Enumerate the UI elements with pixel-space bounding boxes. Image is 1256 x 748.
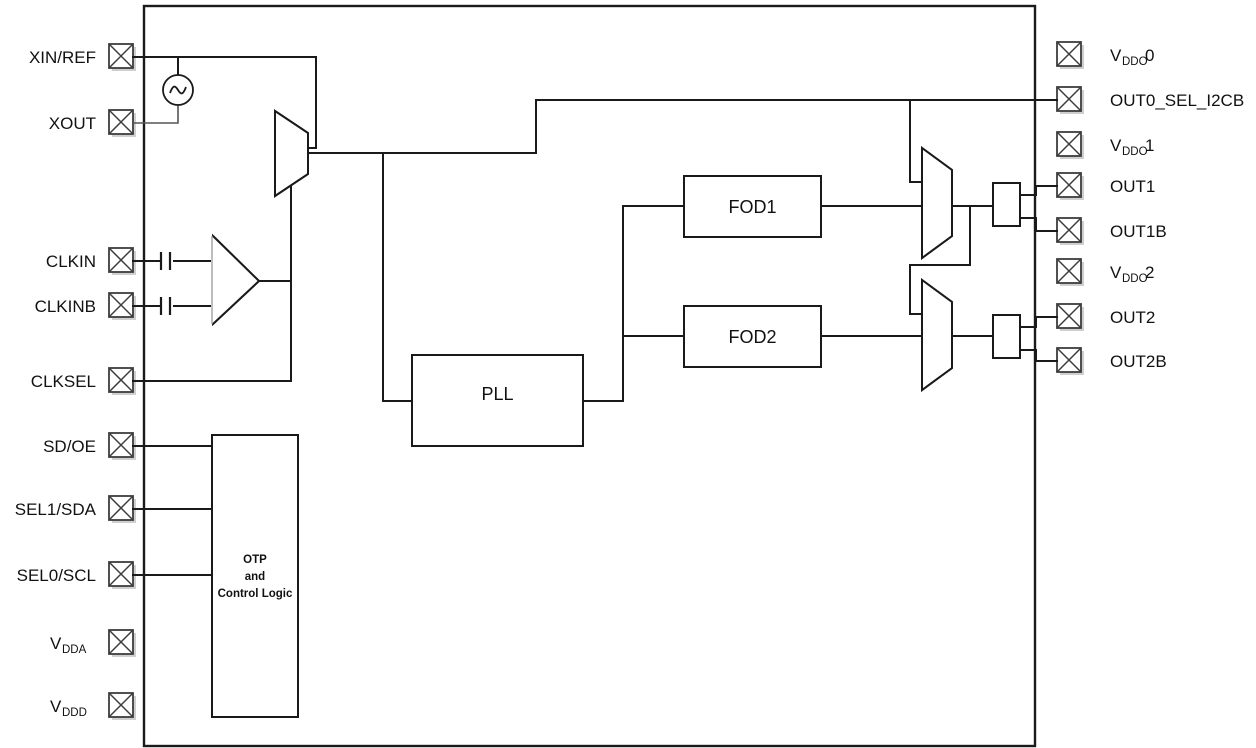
right-pin-labels: V DDO 0 OUT0_SEL_I2CB V DDO 1 OUT1 OUT1B… xyxy=(1110,46,1244,371)
wire-driver1-to-out1 xyxy=(1019,185,1058,196)
pin-label-vddo1-suffix: 1 xyxy=(1145,136,1154,155)
wire-driver2-to-out2 xyxy=(1019,316,1058,328)
pin-label-vddo1-sub: DDO xyxy=(1122,146,1148,158)
pll-label: PLL xyxy=(481,384,513,404)
input-clock-mux xyxy=(274,109,309,198)
pin-label-sd-oe: SD/OE xyxy=(43,437,96,456)
pin-label-out1: OUT1 xyxy=(1110,177,1155,196)
pad-sel1-sda[interactable] xyxy=(108,495,136,523)
pin-label-sel0-scl: SEL0/SCL xyxy=(17,566,96,585)
pad-vddd[interactable] xyxy=(108,692,136,720)
pad-sel0-scl[interactable] xyxy=(108,561,136,589)
pad-out1b[interactable] xyxy=(1056,217,1084,245)
pin-label-xin-ref: XIN/REF xyxy=(29,48,96,67)
pad-xout[interactable] xyxy=(108,109,136,137)
otp-label-line2: and xyxy=(245,571,265,583)
pin-label-vddo2-sub: DDO xyxy=(1122,273,1148,285)
differential-input-buffer xyxy=(211,233,261,327)
pad-out2[interactable] xyxy=(1056,303,1084,331)
fod2-block: FOD2 xyxy=(683,305,822,368)
wire-driver1-to-out1b xyxy=(1019,217,1058,232)
clkinb-coupling-capacitor xyxy=(159,297,172,315)
fod1-block: FOD1 xyxy=(683,175,822,238)
pin-label-out0-sel-i2cb: OUT0_SEL_I2CB xyxy=(1110,91,1244,110)
clkin-coupling-capacitor xyxy=(159,252,172,270)
out1-mux xyxy=(921,146,953,260)
out2-driver xyxy=(992,314,1021,359)
pad-xin-ref[interactable] xyxy=(108,43,136,71)
pad-clkinb[interactable] xyxy=(108,292,136,320)
pad-out1[interactable] xyxy=(1056,172,1084,200)
pin-label-vddo2: V DDO 2 xyxy=(1110,263,1154,285)
fod2-label: FOD2 xyxy=(728,327,776,347)
wire-mux-out-to-pll xyxy=(382,152,413,402)
pin-label-vddd-main: V xyxy=(50,697,62,716)
pin-label-vddo0-sub: DDO xyxy=(1122,56,1148,68)
pad-clksel[interactable] xyxy=(108,367,136,395)
otp-label-line1: OTP xyxy=(243,554,267,566)
pin-label-xout: XOUT xyxy=(49,114,96,133)
wire-crosslink-bottom xyxy=(909,205,971,315)
pin-label-vdda: V DDA xyxy=(50,634,87,656)
pin-label-vddo2-main: V xyxy=(1110,263,1122,282)
pin-label-vddo0-suffix: 0 xyxy=(1145,46,1154,65)
otp-label-line3: Control Logic xyxy=(218,588,293,600)
right-pin-group xyxy=(1056,41,1084,375)
pin-label-vdda-sub: DDA xyxy=(62,644,87,656)
pin-label-vdda-main: V xyxy=(50,634,62,653)
pin-label-sel1-sda: SEL1/SDA xyxy=(15,500,97,519)
otp-control-logic-block: OTP and Control Logic xyxy=(211,434,299,718)
pad-vddo0[interactable] xyxy=(1056,41,1084,69)
pad-vddo2[interactable] xyxy=(1056,258,1084,286)
pad-sd-oe[interactable] xyxy=(108,432,136,460)
left-pin-labels: XIN/REF XOUT CLKIN CLKINB CLKSEL SD/OE S… xyxy=(15,48,97,719)
crystal-oscillator-symbol xyxy=(162,74,194,106)
pin-label-out1b: OUT1B xyxy=(1110,222,1167,241)
clock-distribution-wires xyxy=(307,99,1058,402)
pin-label-clkin: CLKIN xyxy=(46,252,96,271)
pin-label-clkinb: CLKINB xyxy=(35,297,96,316)
pad-vddo1[interactable] xyxy=(1056,131,1084,159)
pin-label-vddo1-main: V xyxy=(1110,136,1122,155)
out1-driver xyxy=(992,182,1021,227)
fod1-label: FOD1 xyxy=(728,197,776,217)
pad-out0-sel-i2cb[interactable] xyxy=(1056,86,1084,114)
left-pin-group xyxy=(108,43,136,720)
chip-outline xyxy=(142,4,1037,748)
pin-label-vddo1: V DDO 1 xyxy=(1110,136,1154,158)
pad-out2b[interactable] xyxy=(1056,347,1084,375)
pin-label-vddd: V DDD xyxy=(50,697,87,719)
out2-mux xyxy=(921,278,953,392)
pin-label-vddo2-suffix: 2 xyxy=(1145,263,1154,282)
pin-label-out2b: OUT2B xyxy=(1110,352,1167,371)
pin-label-out2: OUT2 xyxy=(1110,308,1155,327)
left-wires xyxy=(132,56,317,576)
pin-label-vddd-sub: DDD xyxy=(62,707,87,719)
pin-label-vddo0-main: V xyxy=(1110,46,1122,65)
pin-label-vddo0: V DDO 0 xyxy=(1110,46,1154,68)
pad-vdda[interactable] xyxy=(108,629,136,657)
wire-pll-to-fod1 xyxy=(582,205,685,402)
pll-block: PLL xyxy=(411,354,584,447)
wire-xout-to-osc xyxy=(133,105,179,124)
wire-clksel-to-mux-select xyxy=(132,195,292,382)
pad-clkin[interactable] xyxy=(108,247,136,275)
wire-mux-out-to-out0sel xyxy=(307,99,1058,154)
pin-label-clksel: CLKSEL xyxy=(31,372,96,391)
wire-driver2-to-out2b xyxy=(1019,349,1058,362)
